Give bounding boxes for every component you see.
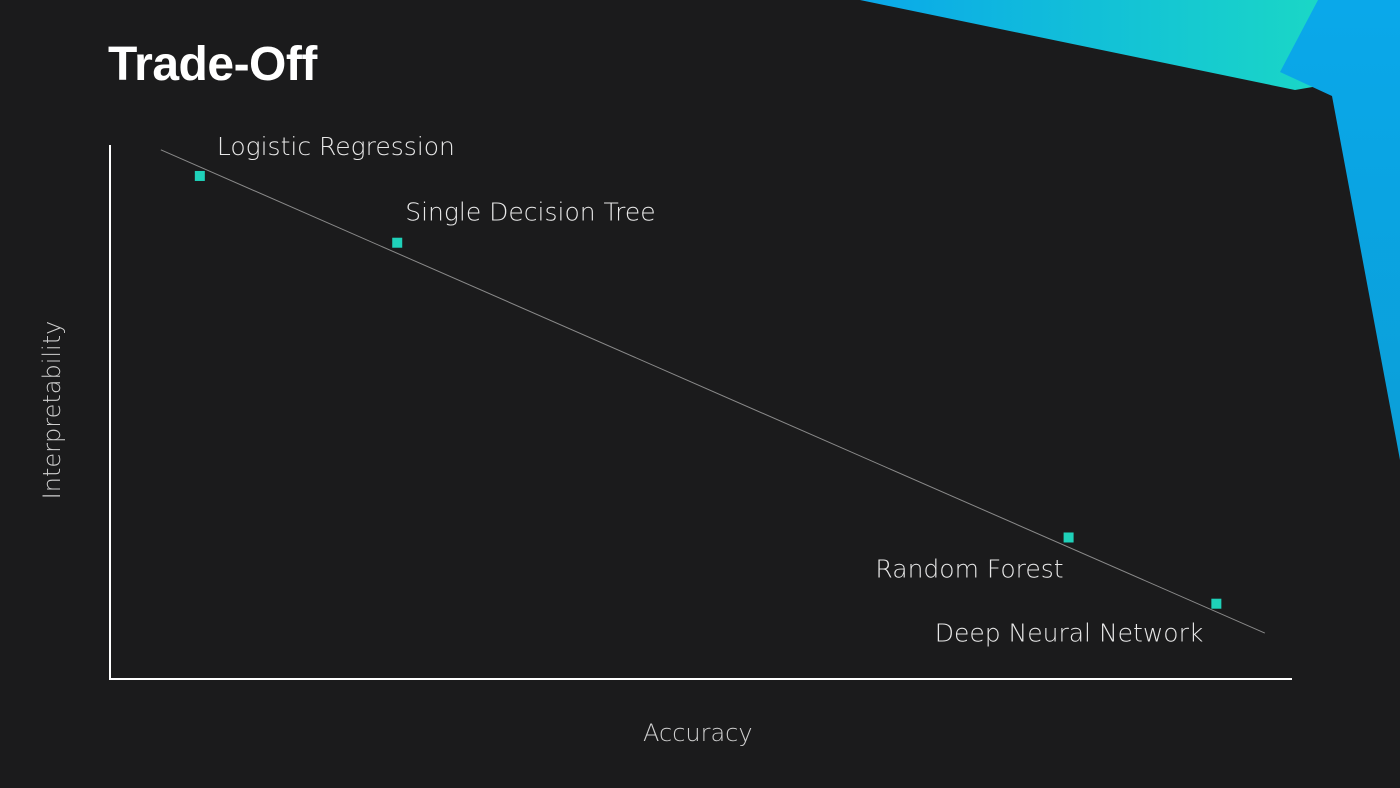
- label-deep-neural-network: Deep Neural Network: [935, 619, 1204, 648]
- point-random-forest: [1063, 532, 1074, 543]
- blue-side-shape: [1280, 0, 1400, 460]
- label-single-decision-tree: Single Decision Tree: [405, 198, 655, 227]
- point-single-decision-tree: [392, 237, 403, 248]
- x-axis-label: Accuracy: [643, 719, 753, 747]
- point-logistic-regression: [194, 170, 205, 181]
- point-deep-neural-network: [1211, 598, 1222, 609]
- y-axis-label: Interpretability: [38, 320, 66, 500]
- teal-banner-shape: [860, 0, 1400, 90]
- label-random-forest: Random Forest: [875, 554, 1063, 583]
- label-logistic-regression: Logistic Regression: [217, 132, 455, 161]
- slide-title: Trade-Off: [108, 38, 317, 91]
- trend-line: [160, 149, 1266, 634]
